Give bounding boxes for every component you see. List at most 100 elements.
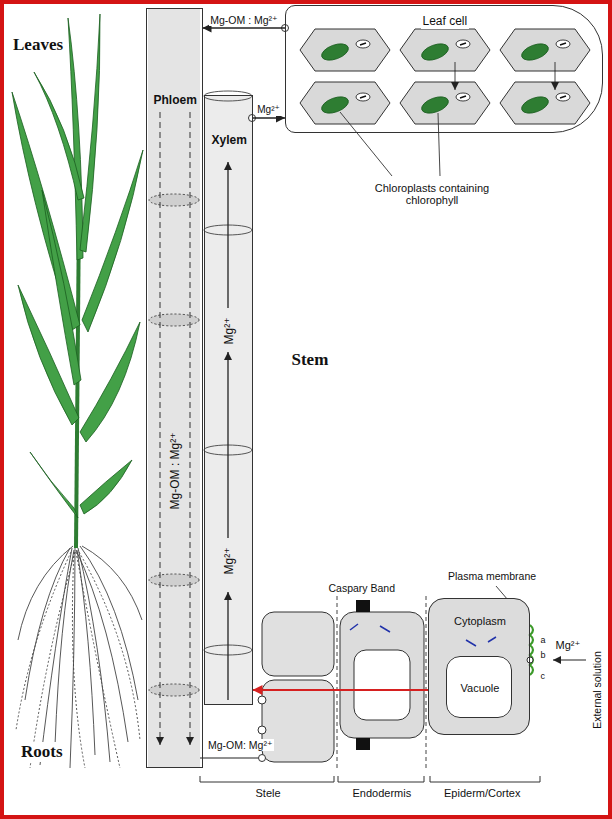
plant-roots bbox=[82, 546, 142, 620]
xylem-drawing bbox=[204, 95, 252, 705]
plant-roots bbox=[80, 546, 138, 700]
tube-name: Xylem bbox=[210, 134, 249, 148]
leaf-cell-detail bbox=[455, 62, 456, 90]
tissue-label: Stele bbox=[254, 787, 283, 800]
root-section bbox=[553, 659, 586, 660]
leaf-cell-detail bbox=[360, 43, 566, 98]
plant-leaves bbox=[30, 452, 78, 518]
root-section bbox=[356, 738, 370, 750]
chloroplast bbox=[519, 94, 550, 117]
xylem-drawing bbox=[227, 352, 228, 538]
root-section bbox=[530, 625, 533, 675]
xylem-drawing bbox=[227, 592, 228, 700]
plant-leaves bbox=[80, 322, 140, 442]
chloroplast bbox=[519, 41, 550, 64]
root-section bbox=[428, 598, 530, 735]
phloem-drawing bbox=[149, 684, 199, 696]
root-section bbox=[356, 600, 370, 612]
phloem-drawing bbox=[148, 8, 200, 768]
phloem-tube: PhloemMg-OM : Mg²⁺ bbox=[146, 8, 203, 768]
tube-name: Phloem bbox=[152, 94, 199, 108]
bracket bbox=[338, 776, 424, 782]
root-section bbox=[337, 596, 426, 768]
callout-label: Plasma membrane bbox=[446, 570, 538, 582]
bracket bbox=[200, 776, 334, 782]
leaf-cells bbox=[500, 82, 590, 124]
xylem-drawing bbox=[204, 25, 289, 706]
plant-roots bbox=[76, 552, 120, 768]
flow-arrow bbox=[253, 117, 286, 118]
organ-label: Roots bbox=[19, 742, 65, 762]
plant-roots bbox=[76, 550, 128, 742]
flow-label: Mg-OM : Mg²⁺ bbox=[209, 14, 278, 26]
root-section bbox=[200, 757, 258, 758]
chloroplast bbox=[319, 41, 350, 64]
bracket bbox=[200, 776, 540, 782]
xylem-drawing bbox=[204, 91, 252, 101]
plant-leaves bbox=[80, 460, 132, 514]
root-section bbox=[527, 657, 533, 663]
root-section bbox=[354, 650, 410, 720]
leader-line bbox=[438, 113, 440, 176]
plant-roots bbox=[72, 552, 85, 768]
root-section bbox=[200, 596, 586, 768]
ion-label: Mg²⁺ bbox=[554, 639, 583, 652]
phloem-drawing bbox=[190, 112, 191, 745]
flow-arrow bbox=[203, 27, 286, 28]
cell-part-label: Vacuole bbox=[459, 682, 502, 695]
plant-leaves bbox=[82, 150, 143, 332]
flow-label: Mg²⁺ bbox=[222, 315, 236, 346]
flow-label: Mg²⁺ bbox=[222, 545, 236, 576]
root-section bbox=[340, 612, 424, 738]
leaf-cell-detail bbox=[555, 62, 556, 90]
plant-roots bbox=[77, 550, 95, 755]
phloem-drawing bbox=[160, 112, 161, 745]
flow-label: Mg-OM : Mg²⁺ bbox=[168, 430, 182, 511]
chloroplast bbox=[419, 94, 450, 117]
leaf-cells bbox=[400, 29, 490, 71]
chloroplast bbox=[419, 41, 450, 64]
root-section bbox=[259, 755, 266, 762]
root-section bbox=[446, 656, 512, 718]
leaf-cell-detail bbox=[356, 40, 570, 101]
plant-roots bbox=[16, 552, 71, 730]
plant-roots bbox=[78, 548, 110, 762]
site-letter: a bbox=[539, 635, 548, 645]
xylem-drawing bbox=[227, 162, 228, 308]
root-section bbox=[262, 612, 334, 676]
plant-leaves bbox=[34, 72, 84, 200]
flow-label: Mg-OM: Mg²⁺ bbox=[206, 739, 274, 751]
region-label: External solution bbox=[591, 649, 603, 731]
organ-label: Leaves bbox=[11, 35, 65, 55]
bracket bbox=[430, 776, 540, 782]
phloem-drawing bbox=[149, 194, 199, 206]
vacuole: Vacuole bbox=[446, 656, 512, 718]
plant-roots bbox=[18, 546, 73, 640]
xylem-tube: XylemMg²⁺ Mg²⁺ bbox=[204, 95, 253, 705]
leaf-cells bbox=[300, 29, 590, 124]
root-section bbox=[258, 696, 266, 704]
phloem-drawing bbox=[148, 8, 200, 768]
plant-roots bbox=[55, 550, 74, 745]
leaf-cells bbox=[300, 29, 390, 71]
tissue-label: Endodermis bbox=[351, 787, 414, 800]
phloem-drawing bbox=[149, 574, 199, 586]
plant-leaves bbox=[12, 14, 143, 548]
cortex-cell: CytoplasmVacuole bbox=[428, 598, 530, 735]
root-section bbox=[258, 726, 266, 734]
leader-line bbox=[340, 112, 392, 176]
leader-line bbox=[340, 112, 508, 600]
region-title: Leaf cell bbox=[421, 15, 470, 29]
plant-leaves bbox=[18, 285, 79, 425]
flow-arrow bbox=[253, 689, 429, 691]
plant-roots bbox=[16, 546, 142, 768]
plant-roots bbox=[30, 552, 75, 768]
chloroplast bbox=[319, 41, 550, 117]
callout-label: Chloroplasts containing chlorophyll bbox=[365, 182, 499, 207]
site-letter: c bbox=[539, 671, 548, 681]
plant-roots bbox=[79, 552, 140, 740]
